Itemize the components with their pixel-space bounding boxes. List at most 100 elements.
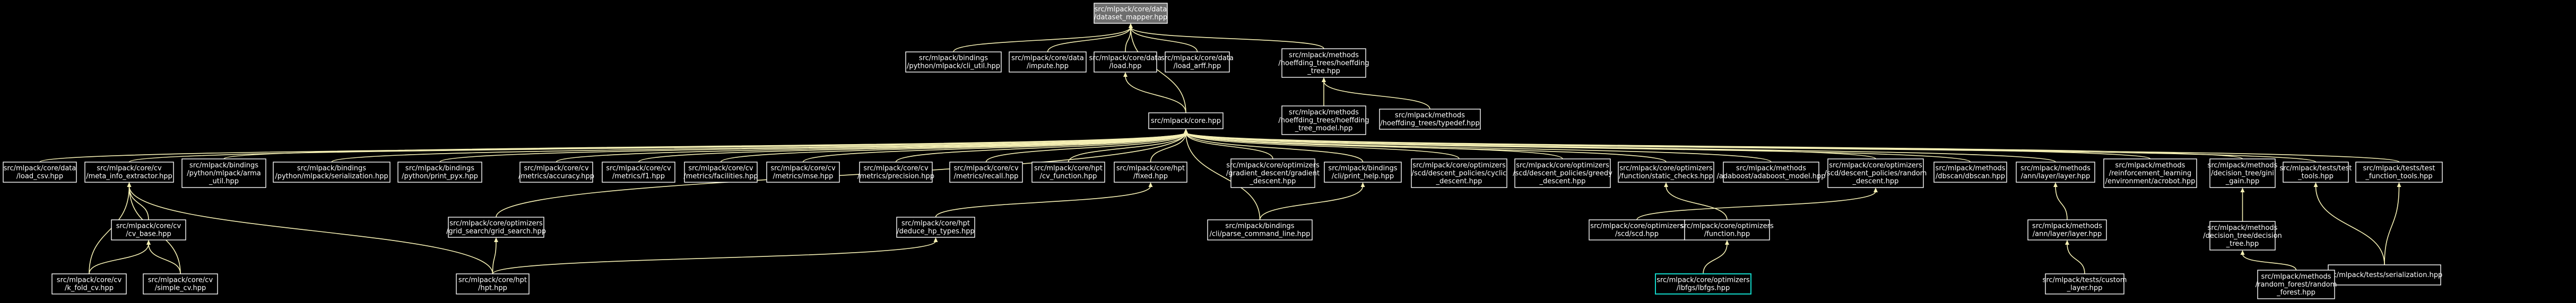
- node-print-pyx[interactable]: src/mlpack/bindings/python/print_pyx.hpp: [397, 162, 482, 183]
- node-layer-hpp[interactable]: src/mlpack/methods/ann/layer/layer.hpp: [2027, 219, 2107, 240]
- node-recall[interactable]: src/mlpack/core/cv/metrics/recall.hpp: [949, 162, 1023, 183]
- node-test-function-tools[interactable]: src/mlpack/tests/test_function_tools.hpp: [2355, 162, 2443, 183]
- node-adaboost-model[interactable]: src/mlpack/methods/adaboost/adaboost_mod…: [1716, 162, 1826, 183]
- node-box: [1148, 112, 1224, 129]
- node-precision[interactable]: src/mlpack/core/cv/metrics/precision.hpp: [857, 162, 934, 183]
- node-serialization[interactable]: src/mlpack/bindings/python/mlpack/serial…: [273, 162, 391, 183]
- node-load-csv[interactable]: src/mlpack/core/data/load_csv.hpp: [3, 162, 77, 183]
- dependency-edges: [39, 23, 2401, 274]
- node-greedy-descent[interactable]: src/mlpack/core/optimizers/scd/descent_p…: [1513, 158, 1612, 188]
- node-label-line: /metrics/facilities.hpp: [683, 173, 758, 181]
- node-bfgs[interactable]: src/mlpack/core/optimizers/lbfgs/lbfgs.h…: [1655, 273, 1751, 295]
- node-cyclic-descent[interactable]: src/mlpack/core/optimizers/scd/descent_p…: [1411, 158, 1507, 188]
- node-box: [397, 162, 482, 183]
- node-deduce-hp-types[interactable]: src/mlpack/core/hpt/deduce_hp_types.hpp: [896, 217, 975, 238]
- node-box: [1324, 162, 1402, 183]
- node-box: [1655, 273, 1751, 295]
- node-label-line: /function.hpp: [1704, 230, 1750, 238]
- node-gradient-descent[interactable]: src/mlpack/core/optimizers/gradient_desc…: [1226, 158, 1320, 188]
- node-label-line: src/mlpack/core/optimizers: [1619, 165, 1713, 173]
- node-box: [3, 162, 77, 183]
- node-decision-tree-hpp[interactable]: src/mlpack/methods/decision_tree/decisio…: [2203, 221, 2282, 251]
- node-box: [273, 162, 391, 183]
- node-label-line: /ann/layer/layer.hpp: [2021, 173, 2091, 181]
- node-scd[interactable]: src/mlpack/core/optimizers/scd/scd.hpp: [1589, 219, 1685, 240]
- node-f1[interactable]: src/mlpack/core/cv/metrics/f1.hpp: [602, 162, 675, 183]
- node-dataset-mapper[interactable]: src/mlpack/core/data/dataset_mapper.hpp: [1094, 3, 1168, 24]
- node-parse-command-line[interactable]: src/mlpack/bindings/cli/parse_command_li…: [1207, 219, 1313, 240]
- dependency-edge: [1130, 26, 1186, 113]
- node-label-line: src/mlpack/methods: [1936, 165, 2006, 173]
- node-ann-layer[interactable]: src/mlpack/methods/ann/layer/layer.hpp: [2016, 162, 2095, 183]
- node-decision-tree-gain[interactable]: src/mlpack/methods/decision_tree/gini_ga…: [2208, 158, 2278, 188]
- node-label-line: /hpt.hpp: [478, 284, 507, 292]
- node-test-tools[interactable]: src/mlpack/tests/test_tools.hpp: [2280, 162, 2352, 183]
- dependency-edge: [1185, 132, 1772, 163]
- node-cv-base[interactable]: src/mlpack/core/cv/cv_base.hpp: [111, 219, 186, 240]
- node-impute[interactable]: src/mlpack/core/data/impute.hpp: [1009, 51, 1087, 73]
- node-random-descent[interactable]: src/mlpack/core/optimizers/scd/descent_p…: [1825, 158, 1927, 188]
- dependency-edge: [1185, 132, 1876, 159]
- node-random-forest[interactable]: src/mlpack/methods/random_forest/random_…: [2256, 270, 2337, 299]
- node-label-line: src/mlpack/bindings: [189, 162, 258, 170]
- node-simple-cv[interactable]: src/mlpack/core/cv/simple_cv.hpp: [143, 273, 218, 295]
- node-hpt[interactable]: src/mlpack/core/hpt/hpt.hpp: [456, 273, 530, 295]
- node-label-line: /decision_tree/decision: [2203, 232, 2282, 240]
- node-hoeffding-tree[interactable]: src/mlpack/methods/hoeffding_trees/hoeff…: [1278, 48, 1369, 78]
- node-grid-search[interactable]: src/mlpack/core/optimizers/grid_search/g…: [446, 217, 546, 238]
- dependency-edge: [1047, 26, 1131, 52]
- node-box: [1618, 162, 1714, 183]
- node-hoeffding-tree-model[interactable]: src/mlpack/methods/hoeffding_trees/hoeff…: [1278, 105, 1369, 135]
- node-box: [181, 158, 266, 188]
- dependency-edge: [1185, 132, 1261, 220]
- node-core[interactable]: src/mlpack/core.hpp: [1148, 112, 1224, 129]
- arrowhead: [2240, 250, 2245, 255]
- node-label-line: /function/static_checks.hpp: [1619, 173, 1713, 181]
- dependency-edge: [1185, 132, 1364, 163]
- node-box: [1009, 51, 1087, 73]
- node-static-checks[interactable]: src/mlpack/core/optimizers/function/stat…: [1618, 162, 1714, 183]
- node-label-line: src/mlpack/methods: [2032, 222, 2102, 230]
- graph-nodes: src/mlpack/core/data/dataset_mapper.hpps…: [3, 3, 2443, 299]
- node-box: [684, 162, 758, 183]
- node-acrobot[interactable]: src/mlpack/methods/reinforcement_learnin…: [2103, 158, 2197, 188]
- node-label-line: src/mlpack/core/optimizers: [1680, 222, 1774, 230]
- node-label-line: src/mlpack/core.hpp: [1151, 117, 1221, 125]
- node-facilities[interactable]: src/mlpack/core/cv/metrics/facilities.hp…: [683, 162, 758, 183]
- node-label-line: /ann/layer/layer.hpp: [2033, 230, 2102, 238]
- node-label-line: /k_fold_cv.hpp: [65, 284, 114, 292]
- node-label-line: /scd/scd.hpp: [1615, 230, 1659, 238]
- node-label-line: _descent.hpp: [1250, 177, 1296, 185]
- arrowhead: [1360, 182, 1365, 187]
- node-box: [1514, 158, 1611, 188]
- node-box: [1933, 162, 2007, 183]
- node-box: [84, 162, 174, 183]
- dependency-edge: [1130, 26, 1324, 49]
- node-dbscan[interactable]: src/mlpack/methods/dbscan/dbscan.hpp: [1933, 162, 2007, 183]
- node-label-line: /python/print_pyx.hpp: [402, 173, 478, 181]
- node-fixed[interactable]: src/mlpack/core/hpt/fixed.hpp: [1114, 162, 1187, 183]
- node-label-line: /python/mlpack/serialization.hpp: [275, 173, 388, 181]
- node-label-line: /reinforcement_learning: [2109, 170, 2192, 177]
- node-box: [1723, 162, 1819, 183]
- node-custom-layer[interactable]: src/mlpack/tests/custom_layer.hpp: [2043, 273, 2127, 295]
- node-load[interactable]: src/mlpack/core/data/load.hpp: [1089, 51, 1162, 73]
- dependency-edge: [128, 185, 493, 274]
- node-k-fold-cv[interactable]: src/mlpack/core/cv/k_fold_cv.hpp: [51, 273, 127, 295]
- node-cli-util[interactable]: src/mlpack/bindings/python/mlpack/cli_ut…: [905, 51, 1002, 73]
- node-arma-util[interactable]: src/mlpack/bindings/python/mlpack/arma_u…: [181, 158, 266, 188]
- node-label-line: src/mlpack/core/data: [1095, 6, 1167, 14]
- node-function[interactable]: src/mlpack/core/optimizers/function.hpp: [1680, 219, 1774, 240]
- node-meta-info-extractor[interactable]: src/mlpack/core/cv/meta_info_extractor.h…: [84, 162, 174, 183]
- node-label-line: /gradient_descent/gradient: [1226, 170, 1320, 177]
- node-load-arff[interactable]: src/mlpack/core/data/load_arff.hpp: [1161, 51, 1234, 73]
- node-cv-function[interactable]: src/mlpack/core/hpt/cv_function.hpp: [1031, 162, 1105, 183]
- node-accuracy[interactable]: src/mlpack/core/cv/metrics/accuracy.hpp: [518, 162, 594, 183]
- node-label-line: _util.hpp: [209, 177, 239, 185]
- node-label-line: /random_forest/random: [2256, 281, 2337, 289]
- node-label-line: /fixed.hpp: [1133, 173, 1168, 181]
- node-mse[interactable]: src/mlpack/core/cv/metrics/mse.hpp: [766, 162, 840, 183]
- node-print-help[interactable]: src/mlpack/bindings/cli/print_help.hpp: [1324, 162, 1402, 183]
- node-typedef[interactable]: src/mlpack/methods/hoeffding_trees/typed…: [1379, 109, 1481, 130]
- node-tests-serialization[interactable]: src/mlpack/tests/serialization.hpp: [2327, 264, 2443, 286]
